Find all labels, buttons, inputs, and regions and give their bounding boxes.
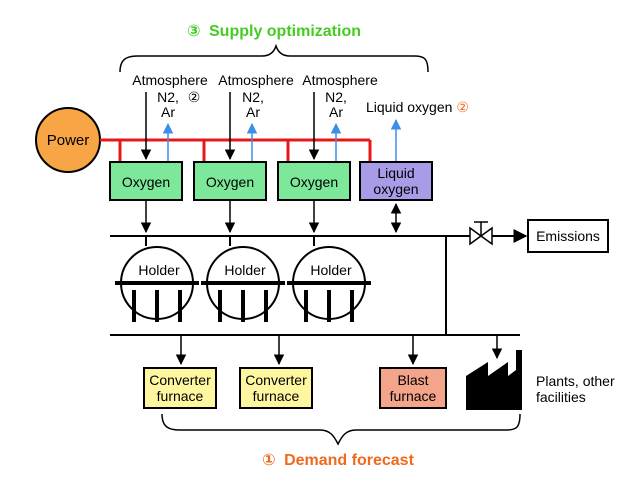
svg-text:Holder: Holder [224, 262, 266, 278]
top-brace [119, 43, 429, 73]
converter-furnace-2: Converter furnace [239, 367, 313, 409]
n2-label: N2, [242, 89, 264, 105]
svg-text:furnace: furnace [253, 388, 300, 404]
blast-furnace: Blast furnace [379, 367, 447, 409]
liquid-oxygen-unit: Liquid oxygen [359, 161, 433, 201]
factory-icon [466, 350, 522, 410]
ar-label: Ar [246, 104, 260, 120]
supply-optimization-title: ③ Supply optimization [187, 23, 361, 40]
plants-label-line2: facilities [536, 389, 586, 405]
holder-3: Holder [287, 236, 371, 322]
ar-label: Ar [329, 104, 343, 120]
svg-text:Holder: Holder [138, 262, 180, 278]
svg-text:Holder: Holder [310, 262, 352, 278]
holder-1: Holder [115, 236, 199, 322]
bottom-brace [161, 413, 521, 446]
ar-label: Ar [161, 104, 175, 120]
svg-text:Emissions: Emissions [536, 228, 600, 244]
marker-two: ② [188, 89, 201, 105]
oxygen-unit-2: Oxygen [193, 161, 267, 201]
svg-text:Converter: Converter [245, 372, 307, 388]
oxygen-label: Oxygen [290, 174, 338, 190]
plants-label-line1: Plants, other [536, 373, 615, 389]
n2-label: N2, [157, 89, 179, 105]
intake-arrows [140, 92, 320, 161]
converter-furnace-1: Converter furnace [143, 367, 217, 409]
oxygen-label: Oxygen [122, 174, 170, 190]
intake-group-1: Atmosphere N2, ② Ar [132, 72, 208, 120]
oxygen-to-header-arrows [140, 200, 402, 234]
svg-text:oxygen: oxygen [373, 181, 418, 197]
svg-text:furnace: furnace [390, 388, 437, 404]
oxygen-label: Oxygen [206, 174, 254, 190]
holder-2: Holder [201, 236, 285, 322]
oxygen-unit-3: Oxygen [277, 161, 351, 201]
vent-arrows [162, 118, 402, 162]
demand-forecast-title: ① Demand forecast [262, 452, 414, 469]
svg-text:furnace: furnace [157, 388, 204, 404]
atmosphere-label: Atmosphere [302, 72, 378, 88]
svg-text:Converter: Converter [149, 372, 211, 388]
intake-group-2: Atmosphere N2, Ar [218, 72, 294, 120]
n2-label: N2, [325, 89, 347, 105]
oxygen-unit-1: Oxygen [109, 161, 183, 201]
svg-text:Blast: Blast [397, 372, 428, 388]
atmosphere-label: Atmosphere [132, 72, 208, 88]
emissions-box: Emissions [527, 219, 609, 253]
valve-icon [469, 221, 493, 246]
power-line [100, 138, 372, 162]
atmosphere-label: Atmosphere [218, 72, 294, 88]
svg-text:Liquid: Liquid [377, 165, 414, 181]
intake-group-3: Atmosphere N2, Ar [302, 72, 378, 120]
consumer-arrows [175, 335, 503, 366]
power-label: Power [47, 132, 90, 149]
